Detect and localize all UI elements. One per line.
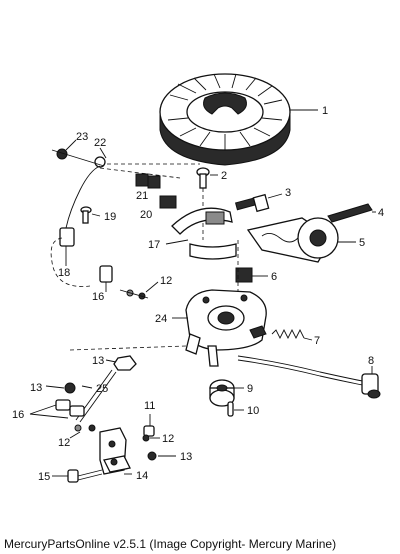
callout-5: 5 bbox=[359, 237, 365, 249]
callout-2: 2 bbox=[221, 170, 227, 182]
callout-20: 20 bbox=[140, 209, 152, 221]
callout-3: 3 bbox=[285, 187, 291, 199]
callout-4: 4 bbox=[378, 207, 384, 219]
callout-22: 22 bbox=[94, 137, 106, 149]
screw-part-19 bbox=[80, 206, 101, 224]
callout-labels: 1 2 3 4 5 6 7 8 9 10 11 12 12 12 13 13 1… bbox=[12, 105, 384, 483]
nut-washer-part-22-23 bbox=[51, 139, 107, 168]
bolt-part-3 bbox=[234, 193, 283, 213]
copyright-footer: MercuryPartsOnline v2.5.1 (Image Copyrig… bbox=[4, 537, 337, 551]
clamp-part-17 bbox=[165, 207, 237, 260]
bracket-part-4 bbox=[327, 203, 376, 223]
coil-part-5 bbox=[246, 217, 356, 263]
screw-part-2 bbox=[196, 167, 218, 240]
callout-17: 17 bbox=[148, 239, 160, 251]
callout-7: 7 bbox=[314, 335, 320, 347]
callout-12-right: 12 bbox=[162, 433, 174, 445]
callout-6: 6 bbox=[271, 271, 277, 283]
callout-12-upper: 12 bbox=[160, 275, 172, 287]
callout-13-left: 13 bbox=[30, 382, 42, 394]
callout-19: 19 bbox=[104, 211, 116, 223]
bushing-part-9 bbox=[209, 379, 244, 407]
callout-16-lower: 16 bbox=[12, 409, 24, 421]
washer-part-12-upper bbox=[119, 281, 159, 300]
callout-25: 25 bbox=[96, 383, 108, 395]
cable-part-8 bbox=[237, 355, 381, 399]
block-part-6 bbox=[235, 267, 268, 283]
callout-16-upper: 16 bbox=[92, 291, 104, 303]
callout-21: 21 bbox=[136, 190, 148, 202]
bracket-part-14 bbox=[99, 414, 176, 475]
pin-part-10 bbox=[227, 401, 244, 417]
callout-11: 11 bbox=[144, 400, 155, 412]
callout-9: 9 bbox=[247, 383, 253, 395]
terminal-part-16-upper bbox=[99, 265, 113, 292]
callout-24: 24 bbox=[155, 313, 167, 325]
callout-10: 10 bbox=[247, 405, 259, 417]
callout-1: 1 bbox=[322, 105, 328, 117]
stator-plate-part-24 bbox=[69, 240, 267, 367]
callout-23: 23 bbox=[76, 131, 88, 143]
flywheel-part bbox=[159, 73, 318, 166]
callout-13-top: 13 bbox=[92, 355, 104, 367]
lead-part-18 bbox=[50, 165, 101, 287]
washer-part-12-lower-left bbox=[69, 424, 96, 439]
callout-8: 8 bbox=[368, 355, 374, 367]
callout-13-right: 13 bbox=[180, 451, 192, 463]
bolt-part-15 bbox=[52, 469, 103, 483]
callout-15: 15 bbox=[38, 471, 50, 483]
callout-18: 18 bbox=[58, 267, 70, 279]
terminals-part-16-lower bbox=[29, 399, 85, 419]
callout-12-left: 12 bbox=[58, 437, 70, 449]
callout-14: 14 bbox=[136, 470, 148, 482]
plates-part-20-21 bbox=[99, 163, 200, 209]
spring-part-7 bbox=[271, 328, 313, 341]
nut-part-13-top bbox=[105, 355, 137, 371]
